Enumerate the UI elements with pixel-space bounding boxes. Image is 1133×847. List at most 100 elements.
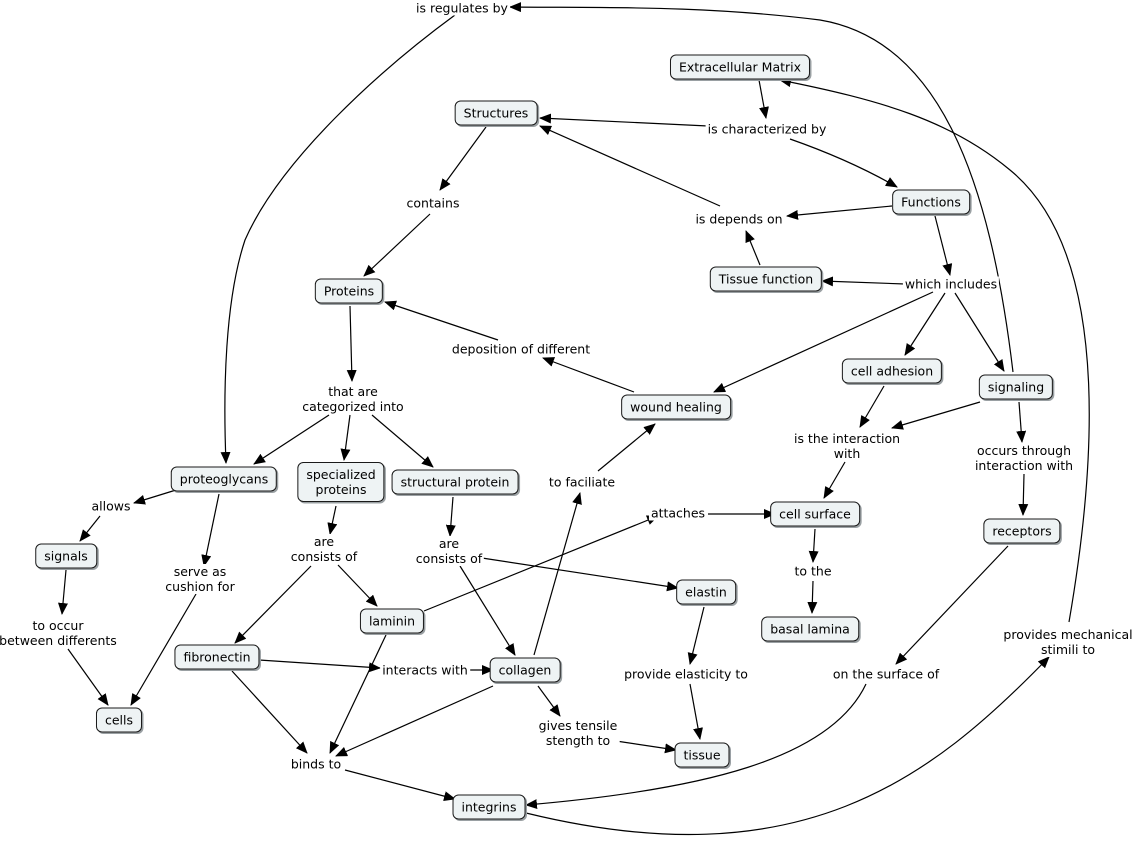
edge-receptors-to-surface: [895, 545, 1009, 665]
concept-integrins[interactable]: integrins: [452, 794, 526, 820]
link-that-are-categorized-into: that are categorized into: [300, 384, 406, 414]
edge-laminin-to-attaches: [423, 515, 659, 612]
concept-receptors[interactable]: receptors: [983, 518, 1061, 544]
edge-signals-to-tooccur: [58, 569, 68, 615]
edge-allows-to-signals: [79, 515, 101, 542]
edge-signaling-to-interaction: [891, 401, 981, 430]
edge-interaction-to-cellsurface: [823, 461, 846, 499]
concept-laminin[interactable]: laminin: [359, 608, 425, 634]
edge-gives-to-tissue: [615, 740, 677, 754]
edge-occurs-to-receptors: [1018, 473, 1029, 516]
edge-tissuefunction-to-depends: [745, 230, 761, 266]
link-to-occur-between: to occur between differents: [0, 618, 119, 648]
edge-whichincludes-to-woundhealing: [713, 291, 934, 393]
edge-collagen-to-gives: [537, 685, 561, 717]
edge-whichincludes-to-signaling: [954, 292, 1005, 372]
concept-cell-adhesion[interactable]: cell adhesion: [841, 358, 943, 384]
link-is-depends-on: is depends on: [693, 211, 785, 227]
link-are-consists-of-1: are consists of: [288, 534, 360, 564]
edge-fibronectin-to-bindsto: [231, 670, 308, 754]
edge-bindsto-to-integrins: [344, 769, 456, 802]
link-deposition-of-different: deposition of different: [449, 341, 593, 357]
concept-structures[interactable]: Structures: [454, 100, 538, 126]
edge-celladhesion-to-interaction: [859, 385, 885, 428]
link-allows: allows: [89, 498, 133, 514]
edge-tooccur-to-cells: [67, 648, 109, 706]
edge-fibronectin-to-interacts: [258, 659, 381, 673]
edge-specialized-to-areconsists1: [327, 505, 338, 535]
concept-signaling[interactable]: signaling: [978, 374, 1054, 400]
edge-collagen-to-tofaciliate: [533, 492, 582, 656]
edge-cellsurface-to-tothe: [808, 528, 819, 563]
concept-elastin[interactable]: elastin: [676, 579, 736, 605]
edge-areconsists2-to-elastin: [481, 557, 679, 592]
edge-areconsists2-to-collagen: [459, 565, 516, 656]
link-occurs-through-interaction-with: occurs through interaction with: [972, 443, 1076, 473]
edge-collagen-to-bindsto: [335, 685, 494, 757]
edge-laminin-to-bindsto: [329, 634, 387, 754]
concept-extracellular-matrix[interactable]: Extracellular Matrix: [669, 54, 811, 80]
edge-integrins-to-mechanical: [525, 656, 1050, 835]
edge-categorized-to-specialized: [340, 414, 351, 461]
edge-structures-to-contains: [439, 126, 487, 191]
edge-proteins-to-categorized: [346, 305, 357, 382]
concept-specialized-proteins[interactable]: specialized proteins: [297, 462, 385, 502]
concept-proteoglycans[interactable]: proteoglycans: [170, 466, 278, 492]
edge-areconsists1-to-fibronectin: [234, 565, 312, 644]
link-which-includes: which includes: [902, 276, 1000, 292]
edge-serve-to-cells: [130, 593, 197, 706]
link-provides-mechanical-stimili-to: provides mechanical stimili to: [1001, 627, 1133, 657]
link-are-consists-of-2: are consists of: [413, 536, 485, 566]
link-serve-as-cushion-for: serve as cushion for: [163, 564, 237, 594]
edge-mechanical-to-ecm: [779, 77, 1090, 623]
edge-signaling-to-occurs: [1016, 401, 1027, 443]
edge-surface-to-integrins: [525, 683, 867, 810]
edge-characterized-to-functions: [789, 138, 898, 188]
link-is-characterized-by: is characterized by: [705, 121, 829, 137]
edge-categorized-to-proteoglycans: [253, 414, 330, 465]
link-to-the: to the: [792, 563, 834, 579]
concept-cell-surface[interactable]: cell surface: [770, 501, 860, 527]
link-binds-to: binds to: [288, 756, 344, 772]
edge-categorized-to-structural: [371, 414, 434, 468]
edge-ecm-to-characterized: [758, 79, 769, 119]
concept-cells[interactable]: cells: [95, 707, 143, 733]
concept-fibronectin[interactable]: fibronectin: [174, 644, 260, 670]
edge-functions-to-whichincludes: [934, 215, 953, 276]
concept-functions[interactable]: Functions: [892, 189, 970, 215]
link-attaches: attaches: [648, 505, 708, 521]
concept-wound-healing[interactable]: wound healing: [621, 394, 731, 420]
concept-collagen[interactable]: collagen: [489, 657, 561, 683]
edge-characterized-to-structures: [539, 113, 709, 127]
concept-basal-lamina[interactable]: basal lamina: [761, 616, 859, 642]
edge-elastin-to-provide: [687, 606, 705, 665]
edge-whichincludes-to-celladhesion: [904, 292, 946, 356]
link-is-regulates-by: is regulates by: [414, 0, 510, 16]
concept-proteins[interactable]: Proteins: [314, 278, 384, 304]
edge-proteoglycans-to-allows: [133, 489, 177, 505]
edge-woundhealing-to-deposition: [542, 357, 635, 393]
link-gives-tensile-strength-to: gives tensile stength to: [536, 718, 620, 748]
link-on-the-surface-of: on the surface of: [830, 666, 942, 682]
edge-tothe-to-basallamina: [807, 580, 818, 614]
edge-whichincludes-to-tissuefunction: [821, 276, 906, 287]
concept-tissue[interactable]: tissue: [674, 742, 730, 768]
link-provide-elasticity-to: provide elasticity to: [622, 666, 750, 682]
edge-functions-to-depends: [786, 205, 893, 220]
edge-proteoglycans-to-serve: [201, 493, 220, 567]
link-interacts-with: interacts with: [380, 662, 470, 678]
concept-structural-protein[interactable]: structural protein: [391, 469, 519, 495]
link-is-the-interaction-with: is the interaction with: [791, 431, 903, 461]
edge-structural-to-areconsists2: [445, 496, 456, 537]
concept-tissue-function[interactable]: Tissue function: [709, 266, 823, 292]
edge-signaling-to-regulates: [509, 2, 1014, 373]
edge-contains-to-proteins: [363, 213, 431, 277]
edge-regulates-to-proteoglycans: [220, 14, 456, 464]
concept-signals[interactable]: signals: [35, 543, 97, 569]
link-to-faciliate: to faciliate: [546, 474, 618, 490]
edge-tofaciliate-to-woundhealing: [597, 423, 656, 472]
edge-provide-to-tissue: [689, 683, 703, 740]
link-contains: contains: [404, 195, 462, 211]
